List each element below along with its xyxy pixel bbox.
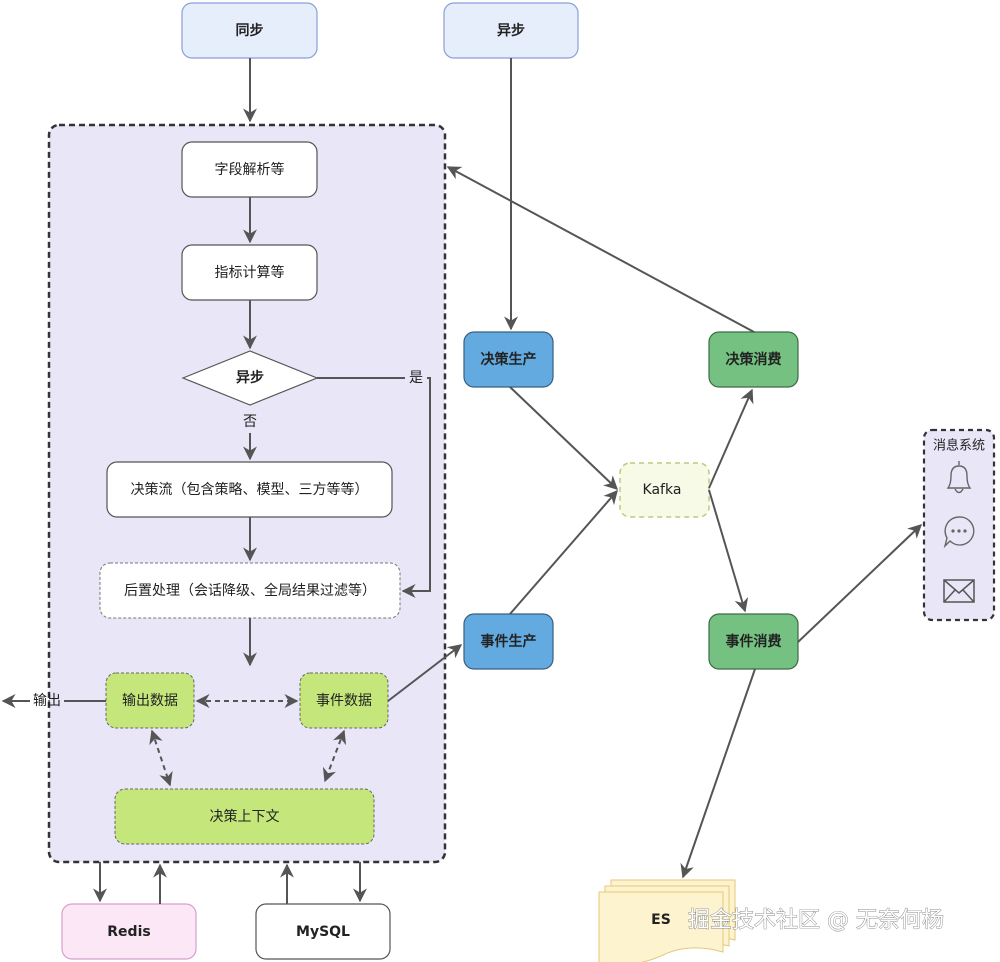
output-data-label: 输出数据 [122, 693, 178, 709]
kafka-node[interactable]: Kafka [619, 462, 710, 518]
mail-icon [943, 579, 975, 603]
metric-calc-label: 指标计算等 [215, 264, 285, 281]
mysql-node[interactable]: MySQL [255, 903, 391, 960]
output-data-node[interactable]: 输出数据 [105, 672, 195, 729]
async-entry-label: 异步 [497, 22, 525, 39]
no-label: 否 [243, 414, 257, 430]
kafka-label: Kafka [643, 482, 682, 498]
edge-event-consume-to-message [797, 524, 923, 643]
es-node[interactable]: ES [598, 879, 736, 962]
message-system-label: 消息系统 [933, 438, 985, 454]
sync-entry-node[interactable]: 同步 [181, 2, 318, 59]
edge-decision-consume-to-engine [446, 166, 755, 333]
event-produce-node[interactable]: 事件生产 [463, 613, 554, 670]
watermark: 掘金技术社区 @ 无奈何杨 [688, 908, 944, 933]
edge-event-data-to-produce [387, 644, 463, 702]
decision-consume-label: 决策消费 [726, 351, 782, 368]
metric-calc-node[interactable]: 指标计算等 [181, 244, 318, 301]
edge-event-consume-to-es [680, 668, 756, 879]
post-process-node[interactable]: 后置处理（会话降级、全局结果过滤等） [99, 562, 401, 619]
decision-flow-label: 决策流（包含策略、模型、三方等等） [131, 481, 369, 498]
field-parse-node[interactable]: 字段解析等 [181, 141, 318, 198]
decision-produce-label: 决策生产 [481, 351, 537, 368]
decision-consume-node[interactable]: 决策消费 [708, 331, 799, 388]
yes-label: 是 [409, 370, 423, 386]
es-label: ES [651, 912, 671, 928]
decision-context-node[interactable]: 决策上下文 [114, 788, 375, 845]
edge-output-context [149, 729, 173, 787]
chat-bubble-icon [943, 516, 975, 549]
edge-kafka-to-event-consume [708, 489, 749, 613]
event-data-node[interactable]: 事件数据 [299, 672, 389, 729]
field-parse-label: 字段解析等 [215, 161, 285, 178]
event-consume-label: 事件消费 [726, 633, 782, 650]
event-data-label: 事件数据 [316, 693, 372, 709]
redis-node[interactable]: Redis [61, 903, 197, 960]
redis-label: Redis [107, 924, 150, 940]
bell-icon [946, 461, 972, 494]
decision-context-label: 决策上下文 [210, 808, 280, 825]
event-consume-node[interactable]: 事件消费 [708, 613, 799, 670]
edge-event-produce-to-kafka [509, 489, 618, 615]
post-process-label: 后置处理（会话降级、全局结果过滤等） [124, 582, 376, 599]
async-decision-diamond[interactable]: 异步 [181, 350, 319, 406]
edge-yes-to-post-process [401, 377, 431, 598]
edge-decision-produce-to-kafka [509, 386, 619, 490]
mysql-label: MySQL [296, 924, 350, 940]
edge-kafka-to-decision-consume [708, 388, 754, 489]
async-decision-label: 异步 [236, 369, 264, 386]
async-entry-node[interactable]: 异步 [443, 2, 579, 59]
event-produce-label: 事件生产 [481, 633, 537, 650]
sync-entry-label: 同步 [236, 22, 264, 39]
decision-produce-node[interactable]: 决策生产 [463, 331, 554, 388]
message-system-container[interactable]: 消息系统 [922, 428, 996, 622]
output-label: 输出 [33, 693, 61, 709]
decision-flow-node[interactable]: 决策流（包含策略、模型、三方等等） [106, 461, 393, 518]
